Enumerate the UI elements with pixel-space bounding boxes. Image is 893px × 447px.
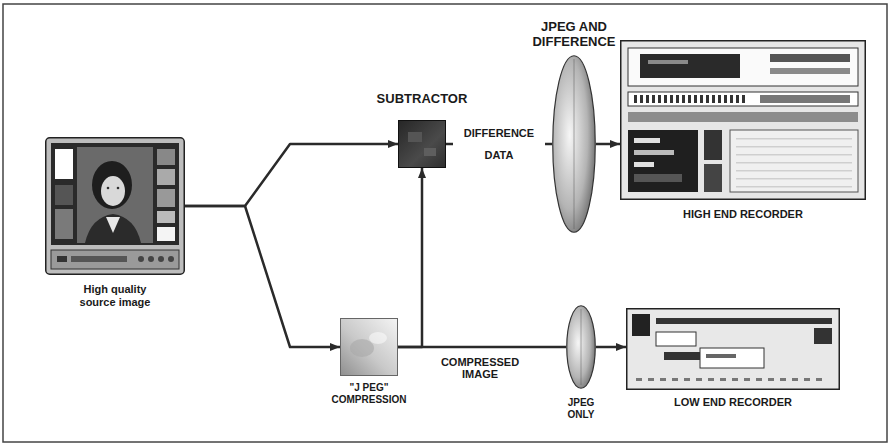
high-end-recorder-shape xyxy=(620,40,866,200)
node-label: JPEG AND DIFFERENCE xyxy=(524,19,624,49)
signal-line xyxy=(596,346,626,349)
node-caption: "J PEG" COMPRESSION xyxy=(324,382,414,406)
compression-box-shape xyxy=(340,318,398,376)
signal-line xyxy=(446,143,552,146)
signal-line xyxy=(185,206,340,347)
channel-lens: JPEG ONLY xyxy=(566,305,596,389)
node-label: High quality source image xyxy=(68,283,163,309)
compression-box: "J PEG" COMPRESSION xyxy=(340,318,398,376)
node-label: "J PEG" COMPRESSION xyxy=(324,382,414,406)
subtractor-box: SUBTRACTOR xyxy=(398,120,446,168)
node-caption: JPEG AND DIFFERENCE xyxy=(524,19,624,49)
channel-lens: JPEG AND DIFFERENCE xyxy=(552,55,596,233)
low-end-recorder: LOW END RECORDER xyxy=(626,308,840,390)
border-frame xyxy=(3,4,887,442)
low-end-recorder-shape xyxy=(626,308,840,390)
node-label: HIGH END RECORDER xyxy=(663,208,823,221)
node-caption: LOW END RECORDER xyxy=(653,396,813,409)
node-caption: SUBTRACTOR xyxy=(367,91,477,106)
node-label: SUBTRACTOR xyxy=(367,91,477,106)
node-label: JPEG ONLY xyxy=(559,397,604,421)
node-caption: HIGH END RECORDER xyxy=(663,208,823,221)
subtractor-box-shape xyxy=(398,120,446,168)
signal-line xyxy=(398,168,422,347)
signal-line xyxy=(185,144,398,206)
high-end-recorder: HIGH END RECORDER xyxy=(620,40,866,200)
edge-label: DIFFERENCE DATA xyxy=(453,122,545,166)
channel-lens-shape xyxy=(566,305,596,389)
signal-line xyxy=(596,143,620,146)
channel-lens-shape xyxy=(552,55,596,233)
edge-label-wrap: COMPRESSED IMAGE xyxy=(430,356,530,380)
node-caption: JPEG ONLY xyxy=(559,397,604,421)
source-monitor-shape xyxy=(45,137,185,275)
node-caption: High quality source image xyxy=(68,283,163,309)
edge-label-wrap: DIFFERENCE DATA xyxy=(453,122,545,166)
edge-label: COMPRESSED IMAGE xyxy=(430,356,530,380)
source-monitor: High quality source image xyxy=(45,137,185,275)
node-label: LOW END RECORDER xyxy=(653,396,813,409)
